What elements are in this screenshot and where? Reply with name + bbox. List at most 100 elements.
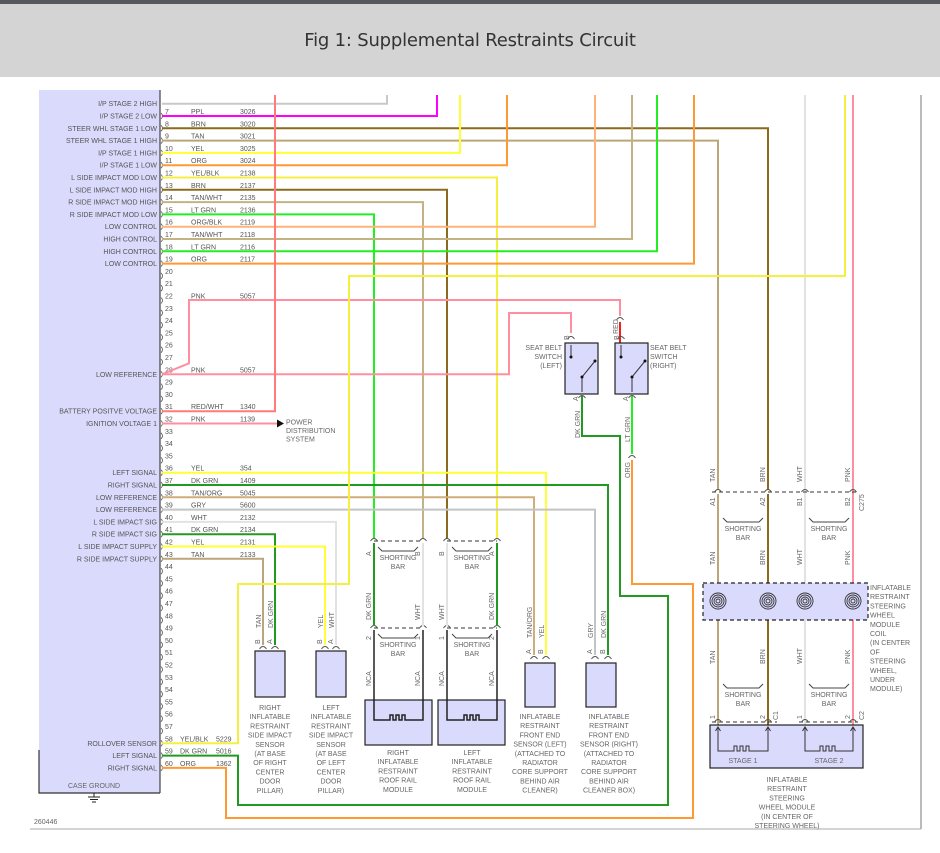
connector-terminal — [714, 489, 722, 493]
steering-coil-label: WHEEL — [870, 613, 895, 620]
circuit-number: 5229 — [216, 736, 232, 743]
pin-label: IGNITION VOLTAGE 1 — [86, 421, 157, 428]
coil-spiral-icon — [713, 596, 723, 606]
circuit-number: 3024 — [240, 158, 256, 165]
seat-belt-left-label: (LEFT) — [540, 363, 562, 370]
wire-color-label: PNK — [191, 367, 206, 374]
wire-pin-13 — [162, 188, 448, 539]
right_roof_rail-label: RESTRAINT — [378, 768, 418, 775]
front_left_sensor-label: CORE SUPPORT — [512, 769, 569, 776]
pin-terminal — [160, 432, 163, 440]
circuit-number: 2118 — [240, 232, 255, 239]
pin-letter: B — [439, 551, 446, 556]
coil-spiral-icon — [848, 596, 858, 606]
circuit-number: 5057 — [240, 294, 256, 301]
pin-number: 54 — [165, 687, 173, 694]
power-distribution-label: POWER — [286, 420, 312, 427]
circuit-number: 2134 — [240, 527, 256, 534]
wire-color-label: YEL/BLK — [180, 736, 209, 743]
steering-wheel-module-coil — [702, 582, 869, 621]
seat-belt-right-label: SEAT BELT — [650, 345, 687, 352]
wire-color-label: BRN — [191, 183, 206, 190]
connector-terminal — [616, 317, 624, 321]
coil-spiral-icon — [844, 592, 862, 610]
pin-number: 53 — [165, 675, 173, 682]
wire-color-label: PNK — [845, 550, 852, 565]
stage-label: STAGE 2 — [814, 758, 843, 765]
circuit-number: 2131 — [240, 540, 256, 547]
circuit-number: 5045 — [240, 490, 256, 497]
pin-terminal — [160, 629, 163, 636]
wire-pin-59 — [162, 396, 669, 806]
steering-coil-label: STEERING — [870, 603, 906, 610]
wire-pin-19 — [162, 95, 695, 265]
pin-terminal — [160, 272, 163, 280]
front_left_sensor-label: RESTRAINT — [520, 723, 560, 730]
circuit-number: 1409 — [240, 478, 256, 485]
wire-color-label: RED — [613, 319, 620, 334]
coil-spiral-icon — [850, 598, 856, 604]
front_right_sensor-label: BEHIND AIR — [589, 778, 629, 785]
coil-spiral-icon — [761, 594, 775, 608]
right_side_sensor-label: INFLATABLE — [250, 714, 291, 721]
left_roof_rail-label: LEFT — [463, 750, 481, 757]
pin-label: L SIDE IMPACT SUPPLY — [78, 544, 157, 551]
connector-terminal — [443, 538, 451, 542]
right_side_sensor-label: RIGHT — [259, 705, 282, 712]
wire-color-label: DK GRN — [180, 749, 207, 756]
left_side_sensor-label: LEFT — [322, 705, 340, 712]
left_side_sensor-label: RESTRAINT — [311, 723, 351, 730]
seat-belt-right-label: SWITCH — [650, 354, 678, 361]
pin-label: I/P STAGE 2 HIGH — [98, 101, 157, 108]
pin-letter: 1 — [797, 715, 804, 719]
left_roof_rail-label: RESTRAINT — [452, 768, 492, 775]
front_left_sensor — [524, 662, 556, 708]
left_roof_rail-shorting-bar-top-label: SHORTING — [454, 555, 491, 562]
wire-pin-9 — [162, 139, 719, 490]
connector-terminal — [370, 538, 378, 542]
pin-letter: 1 — [439, 636, 446, 640]
pin-letter: 1 — [710, 715, 717, 719]
coil-spiral-icon — [846, 594, 860, 608]
connector-terminal — [591, 656, 599, 660]
wire-pin-43 — [162, 557, 264, 645]
pin-label: R SIDE IMPACT MOD LOW — [70, 212, 158, 219]
pin-letter: B — [600, 649, 607, 654]
circuit-number: 2135 — [240, 195, 256, 202]
wire-pin-39 — [162, 508, 596, 655]
wire-pin-7 — [162, 95, 438, 117]
connector-terminal — [530, 656, 538, 660]
wire-color-label: ORG/BLK — [191, 220, 222, 227]
circuit-number: 3021 — [240, 134, 256, 141]
pin-terminal — [160, 334, 163, 341]
wire-color-label: WHT — [797, 647, 804, 664]
pin-letter: A — [328, 639, 335, 644]
right_side_sensor-label: CENTER — [256, 769, 285, 776]
wire-color-label: GRY — [191, 503, 206, 510]
wire-color-label: WHT — [797, 548, 804, 565]
connector-name: C275 — [859, 494, 866, 511]
connector-terminal — [714, 719, 722, 723]
pin-terminal — [160, 321, 163, 329]
pin-number: 40 — [165, 515, 173, 522]
front_right_sensor-label: CLEANER BOX) — [583, 788, 635, 795]
front_right_sensor-label: (ATTACHED TO — [584, 751, 635, 758]
pin-terminal — [160, 383, 163, 390]
pin-number: 14 — [165, 195, 173, 202]
circuit-number: 2136 — [240, 207, 256, 214]
wire-pin-10 — [162, 95, 461, 154]
left_roof_rail-shorting-bar-top-label: BAR — [465, 564, 479, 571]
steering-shorting-bar-4-label: SHORTING — [811, 692, 848, 699]
pin-letter: 1 — [415, 636, 422, 640]
wire-pin-16 — [162, 95, 596, 228]
left_roof_rail-label: MODULE — [457, 787, 487, 794]
circuit-number: 2116 — [240, 244, 255, 251]
steering-coil-label: MODULE) — [870, 686, 902, 693]
wire-color-label: YEL — [191, 146, 204, 153]
connector-terminal — [801, 719, 809, 723]
front_left_sensor-label: BEHIND AIR — [520, 778, 560, 785]
module-edge — [38, 750, 160, 794]
circuit-number: 2137 — [240, 183, 256, 190]
steering-module-label: INFLATABLE — [767, 777, 808, 784]
pin-terminal — [160, 297, 163, 304]
